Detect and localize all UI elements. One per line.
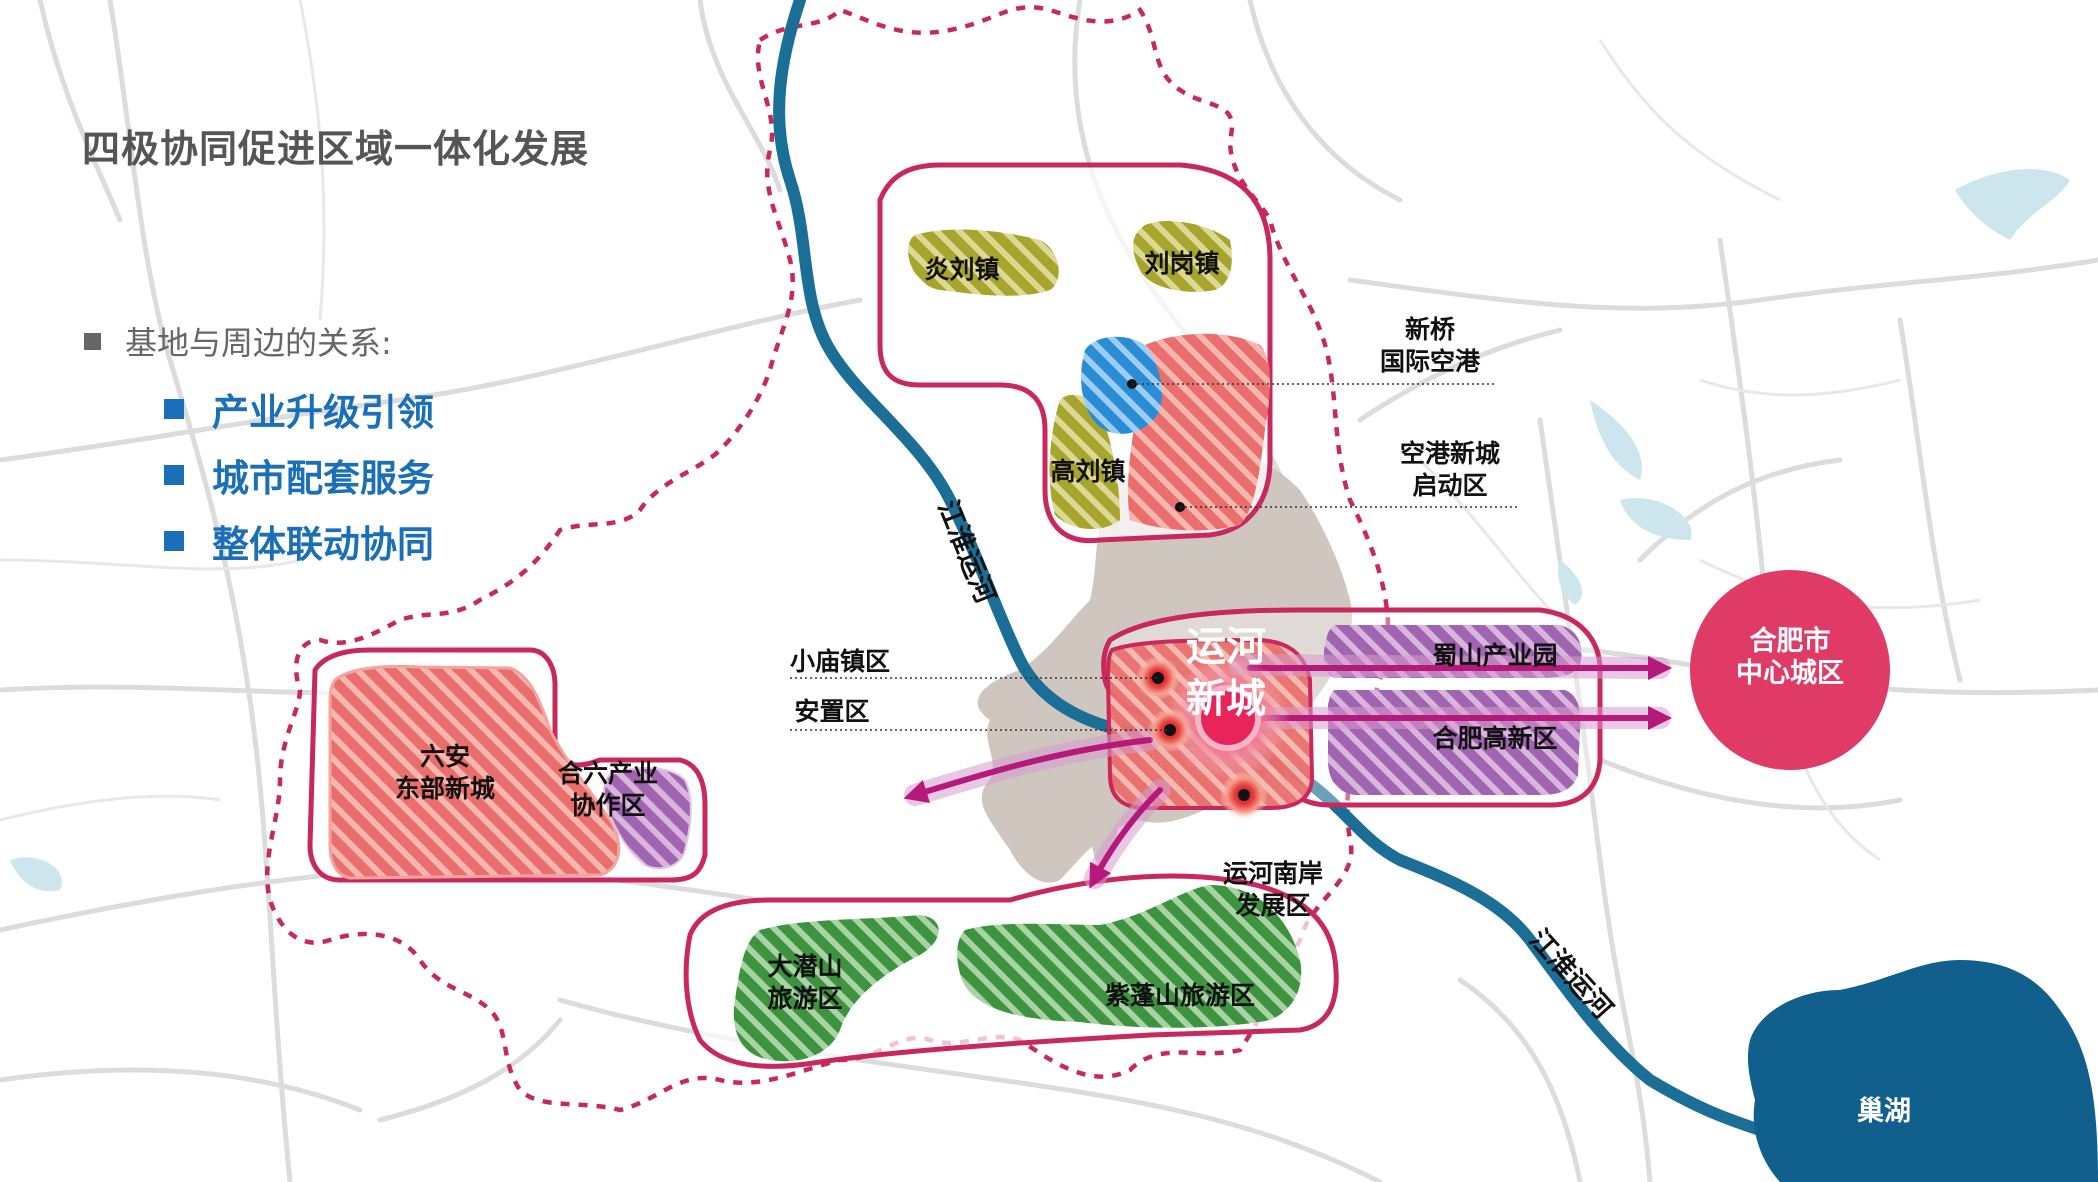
hefei-center-circle [1690, 570, 1890, 770]
ganggang-zone [1133, 220, 1232, 292]
label-ganggang: 刘岗镇 [1144, 249, 1219, 278]
daqianshan-zone [733, 915, 939, 1062]
bullet-item: 整体联动协同 [164, 508, 434, 574]
square-bullet-icon [164, 399, 184, 419]
subtitle-text: 基地与周边的关系: [125, 324, 392, 362]
label-hefei-center-1: 合肥市 [1750, 625, 1831, 657]
label-xiaomiao: 小庙镇区 [790, 647, 890, 676]
label-daqian-2: 旅游区 [767, 984, 842, 1013]
anzhi-dot-center [1164, 724, 1176, 736]
label-shushan: 蜀山产业园 [1432, 641, 1557, 670]
label-zipeng: 紫蓬山旅游区 [1105, 981, 1255, 1010]
minor-water [10, 169, 2070, 892]
label-canal-south: 江淮运河 [1523, 924, 1618, 1025]
label-hefei-center-2: 中心城区 [1736, 658, 1844, 689]
south-bank-dot-center [1238, 789, 1250, 801]
chaohu-lake [1747, 960, 2098, 1182]
yanliu-zone [908, 229, 1059, 296]
leader-lines [790, 383, 1520, 731]
label-xinqiao-2: 国际空港 [1380, 347, 1481, 376]
label-kg-2: 启动区 [1412, 471, 1487, 500]
bullet-item: 产业升级引领 [164, 376, 434, 442]
bullet-text: 城市配套服务 [212, 457, 434, 500]
page-title: 四极协同促进区域一体化发展 [82, 127, 590, 171]
label-yunhe-1: 运河 [1186, 624, 1266, 670]
square-bullet-icon [164, 465, 184, 485]
bullet-text: 产业升级引领 [212, 391, 434, 434]
label-hefei-hitech: 合肥高新区 [1432, 724, 1557, 753]
label-kg-1: 空港新城 [1400, 439, 1500, 468]
bullet-item: 城市配套服务 [164, 442, 434, 508]
label-canal-north: 江淮运河 [932, 496, 1001, 608]
zipengshan-zone [957, 885, 1302, 1028]
development-arrows [903, 654, 1672, 889]
map-labels-white: 运河 新城 合肥市 中心城区 巢湖 [1186, 624, 1911, 1127]
label-luan-2: 东部新城 [395, 774, 495, 803]
xiaomiao-dot-center [1152, 672, 1164, 684]
label-heliu-2: 协作区 [570, 791, 645, 820]
label-yanliu: 炎刘镇 [924, 255, 999, 284]
label-gaoliu: 高刘镇 [1050, 457, 1125, 486]
yunhe-core-center [1195, 685, 1261, 751]
heliu-zone [603, 767, 692, 870]
label-xinqiao-1: 新桥 [1405, 315, 1455, 344]
airport-core-zone [1128, 333, 1270, 531]
label-luan-1: 六安 [420, 742, 470, 771]
subtitle: 基地与周边的关系: [84, 318, 392, 364]
bullet-text: 整体联动协同 [212, 523, 434, 566]
label-south-bank-1: 运河南岸 [1223, 859, 1323, 888]
bullet-list: 产业升级引领 城市配套服务 整体联动协同 [164, 376, 434, 574]
luan-east-zone [328, 664, 621, 880]
planning-region-boundary [265, 5, 1391, 1113]
label-yunhe-2: 新城 [1186, 676, 1266, 722]
label-chaohu: 巢湖 [1857, 1096, 1911, 1127]
xinqiao-airport-zone [1081, 336, 1162, 434]
label-daqian-1: 大潜山 [767, 952, 842, 981]
label-anzhi: 安置区 [794, 697, 869, 726]
label-south-bank-2: 发展区 [1234, 891, 1310, 920]
label-heliu-1: 合六产业 [558, 759, 658, 788]
square-bullet-icon [164, 531, 184, 551]
square-bullet-icon [84, 332, 101, 350]
